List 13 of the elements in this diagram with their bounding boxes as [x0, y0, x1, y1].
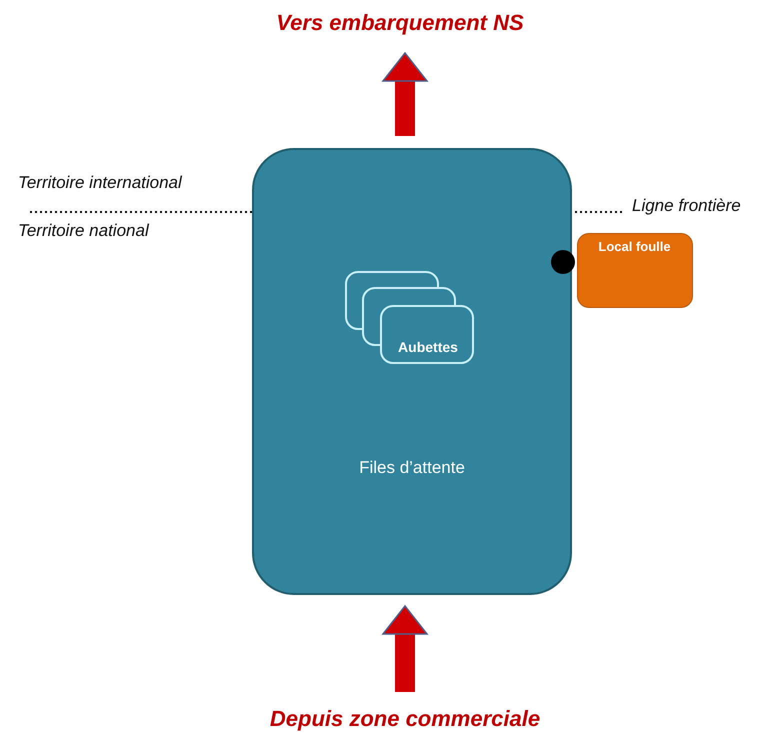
- area-label: Files d’attente: [358, 458, 466, 478]
- flow-arrow: [382, 605, 428, 692]
- room-label: Local foulle: [597, 239, 672, 254]
- flow-arrow: [382, 52, 428, 136]
- booth-label: Aubettes: [397, 339, 459, 355]
- territory-label: Ligne frontière: [632, 196, 741, 216]
- territory-label: Territoire international: [18, 173, 182, 193]
- flow-label: Depuis zone commerciale: [268, 706, 542, 732]
- search-room: [577, 233, 693, 308]
- queue-area: [252, 148, 572, 595]
- territory-label: Territoire national: [18, 221, 149, 241]
- flow-label: Vers embarquement NS: [275, 10, 525, 36]
- booth-stack: [344, 270, 474, 365]
